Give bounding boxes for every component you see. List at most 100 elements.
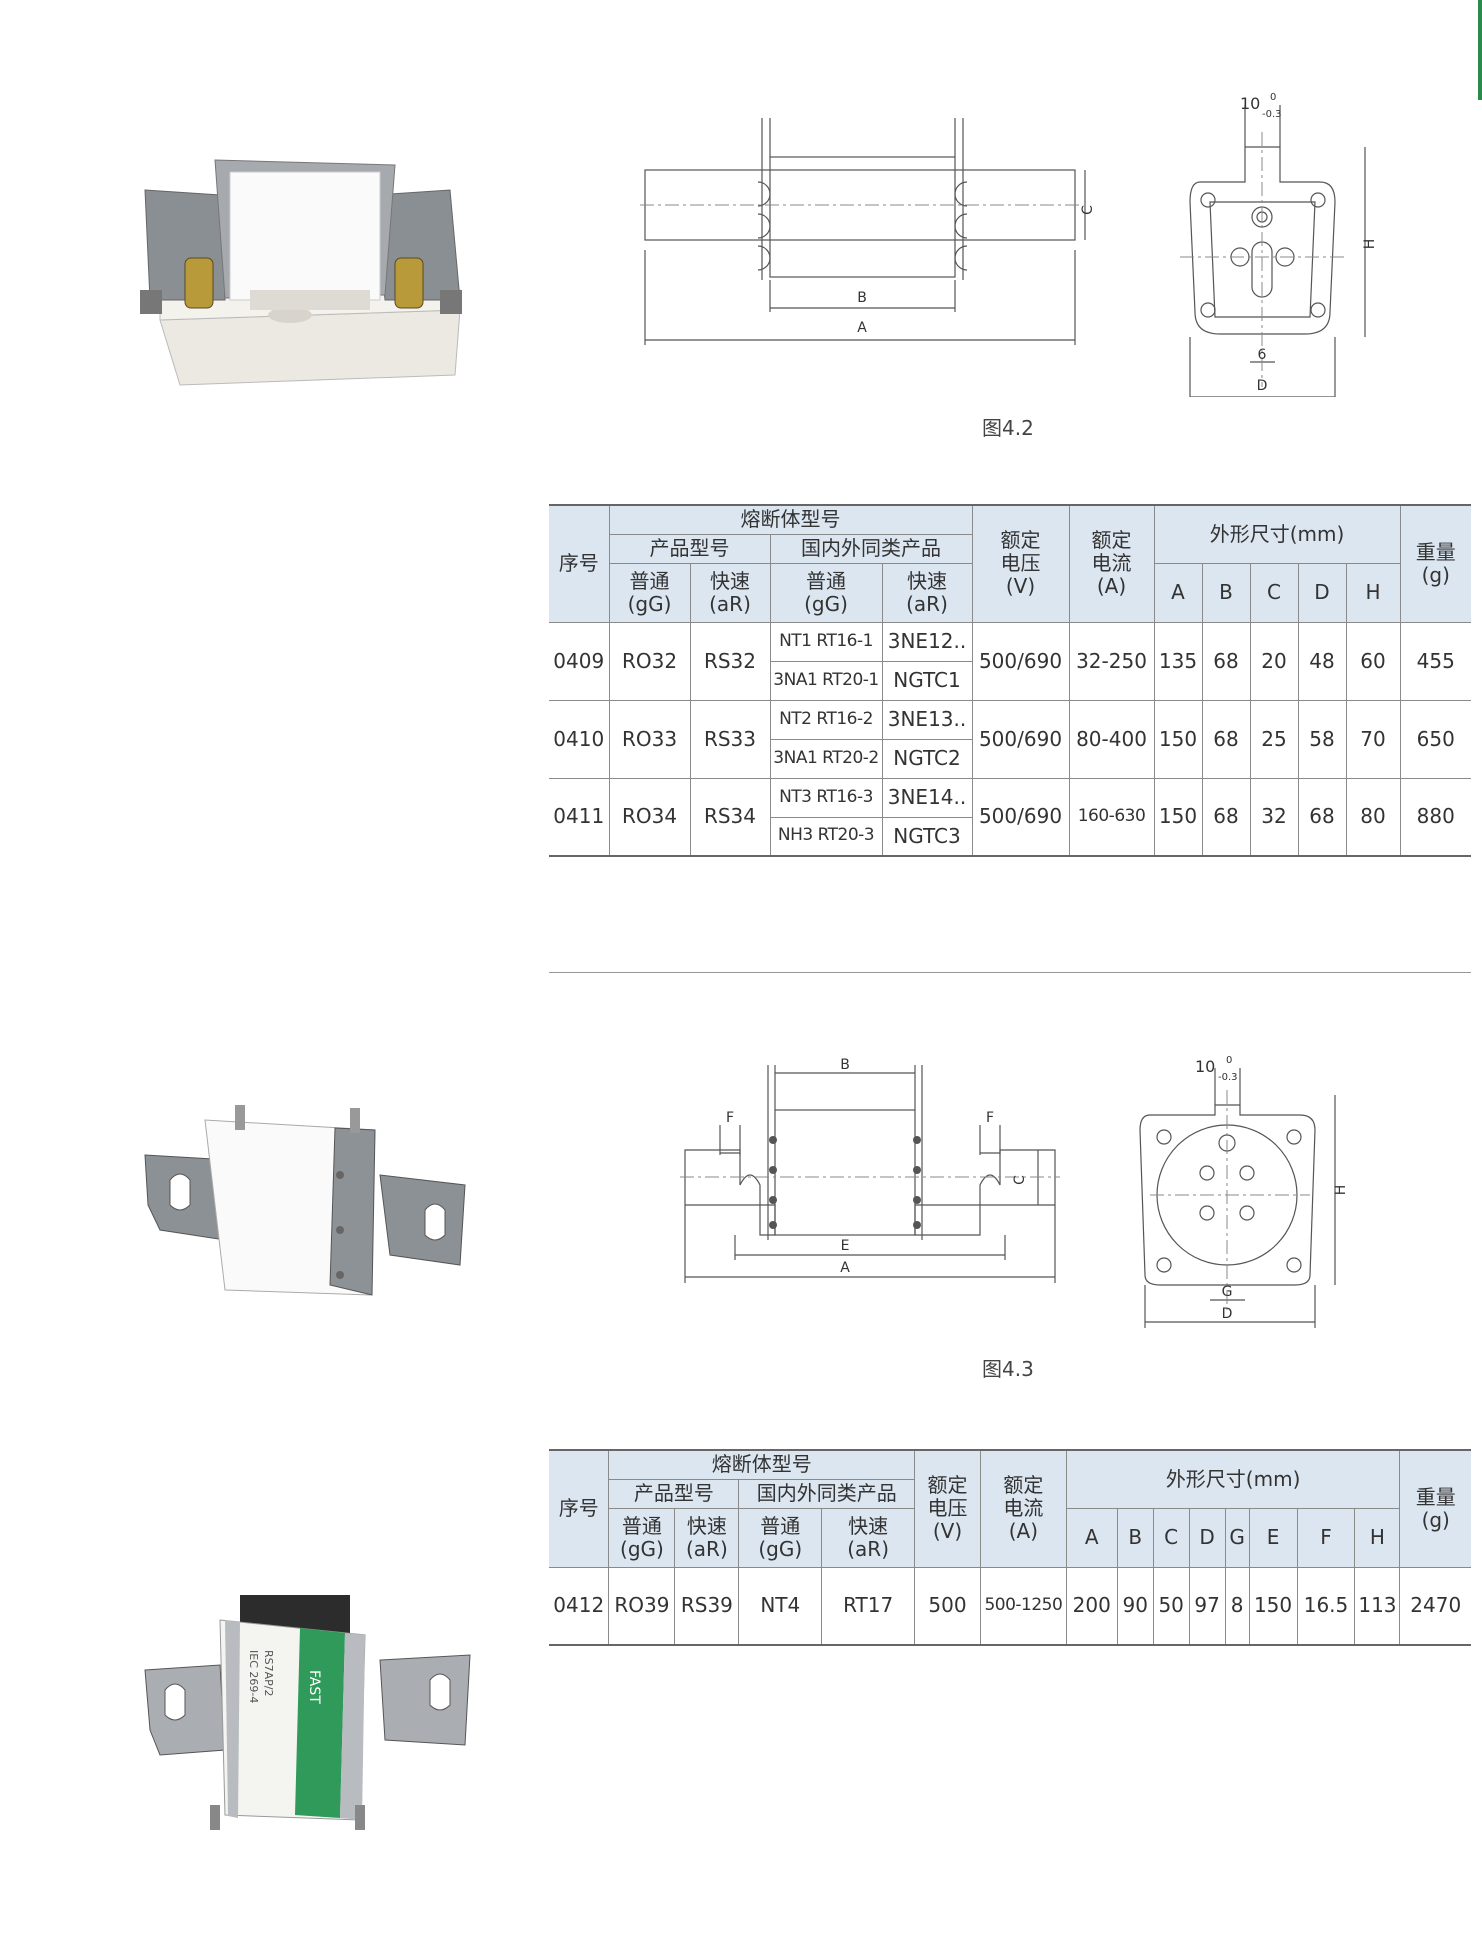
header-current: 额定电流(A) — [1068, 504, 1155, 623]
dim-label-h: H — [1333, 1185, 1349, 1196]
cell-eq-ar: 3NE13.. — [881, 699, 973, 740]
header-voltage: 额定电压(V) — [971, 504, 1070, 623]
header-equiv-normal: 普通(gG) — [769, 562, 883, 623]
cell-eq-ar: 3NE14.. — [881, 777, 973, 818]
cell-gg: RO33 — [608, 699, 691, 779]
header-domestic-equivalent: 国内外同类产品 — [769, 533, 972, 564]
header-dim-c: C — [1249, 562, 1299, 623]
header-weight: 重量(g) — [1399, 504, 1471, 623]
header-weight: 重量(g) — [1399, 1449, 1471, 1568]
cell-dim-d: 58 — [1297, 699, 1347, 779]
dim-label-e: E — [841, 1238, 850, 1254]
header-dim-d: D — [1297, 562, 1347, 623]
dim-label-a: A — [840, 1260, 850, 1276]
spec-table-2: 序号 熔断体型号 额定电压(V) 额定电流(A) 外形尺寸(mm) 重量(g) … — [549, 1449, 1471, 1646]
cell-dim-h: 60 — [1345, 621, 1401, 701]
cell-weight: 2470 — [1399, 1566, 1471, 1646]
cell-eq-ar: NGTC2 — [881, 738, 972, 779]
cell-eq-gg: NT4 — [738, 1566, 823, 1646]
table-row: 0410 RO33 RS33 NT2 RT16-2 3NE13.. 500/69… — [549, 699, 1471, 779]
cell-gg: RO39 — [608, 1566, 676, 1646]
header-normal: 普通(gG) — [608, 1507, 676, 1568]
header-dim-a: A — [1065, 1507, 1118, 1568]
cell-current: 500-1250 — [979, 1566, 1067, 1646]
cell-weight: 455 — [1399, 621, 1471, 701]
tol-upper: 0 — [1270, 92, 1276, 103]
cell-dim-f: 16.5 — [1296, 1566, 1356, 1646]
cell-ar: RS34 — [689, 777, 771, 857]
header-dim-h: H — [1345, 562, 1400, 623]
cell-no: 0409 — [549, 621, 610, 701]
cell-dim-e: 150 — [1248, 1566, 1298, 1646]
header-series-no: 序号 — [549, 504, 610, 623]
header-dim-f: F — [1296, 1507, 1356, 1568]
header-dim-c: C — [1152, 1507, 1190, 1568]
cell-dim-h: 70 — [1345, 699, 1401, 779]
fuse-photo-rt17 — [144, 1105, 466, 1296]
dim-label-c: C — [1012, 1175, 1028, 1185]
figure-caption-4-3: 图4.3 — [982, 1357, 1034, 1381]
cell-ar: RS32 — [689, 621, 771, 701]
header-product-model: 产品型号 — [608, 1478, 740, 1509]
dim-label-a: A — [857, 320, 867, 336]
cell-voltage: 500/690 — [971, 699, 1070, 779]
cell-dim-h: 80 — [1345, 777, 1401, 857]
drawing-fig-4-3-front: 10 0 -0.3 H G D — [1139, 1055, 1349, 1328]
cell-current: 160-630 — [1068, 777, 1155, 857]
header-normal: 普通(gG) — [609, 562, 691, 623]
cell-eq-ar: 3NE12.. — [881, 621, 973, 662]
cell-weight: 880 — [1399, 777, 1471, 857]
drawing-fig-4-2-front: 10 0 -0.3 H 6 D — [1180, 92, 1378, 397]
tol-upper: 0 — [1226, 1055, 1232, 1066]
cell-dim-a: 150 — [1153, 699, 1203, 779]
drawing-fig-4-3-side: B F F E A C — [680, 1057, 1060, 1283]
dim-label-f-left: F — [726, 1110, 734, 1126]
cell-dim-b: 90 — [1116, 1566, 1154, 1646]
tol-lower: -0.3 — [1218, 1072, 1238, 1083]
cell-current: 32-250 — [1068, 621, 1155, 701]
cell-weight: 650 — [1399, 699, 1471, 779]
dim-label-d: D — [1222, 1306, 1233, 1322]
cell-eq-ar: RT17 — [821, 1566, 916, 1646]
cell-ar: RS33 — [689, 699, 771, 779]
header-dim-h: H — [1354, 1507, 1400, 1568]
cell-eq-gg: NT2 RT16-2 — [769, 699, 883, 740]
tol-main: 10 — [1240, 94, 1260, 113]
table-row: NH3 RT20-3 NGTC3 — [549, 816, 1471, 857]
tol-lower: -0.3 — [1262, 109, 1282, 120]
table-row: 0409 RO32 RS32 NT1 RT16-1 3NE12.. 500/69… — [549, 621, 1471, 701]
cell-dim-d: 48 — [1297, 621, 1347, 701]
cell-dim-c: 25 — [1249, 699, 1299, 779]
cell-eq-gg: NT3 RT16-3 — [769, 777, 883, 818]
cell-dim-d: 68 — [1297, 777, 1347, 857]
cell-dim-a: 150 — [1153, 777, 1203, 857]
cell-dim-b: 68 — [1201, 621, 1251, 701]
header-fuse-model: 熔断体型号 — [608, 504, 973, 535]
cell-eq-ar: NGTC3 — [881, 816, 972, 857]
figure-caption-4-2: 图4.2 — [982, 416, 1034, 440]
table-row: 0412 RO39 RS39 NT4 RT17 500 500-1250 200… — [549, 1566, 1471, 1646]
drawing-fig-4-2-side: A B C — [640, 118, 1096, 345]
dim-label-h: H — [1362, 239, 1378, 250]
header-fuse-model: 熔断体型号 — [608, 1449, 916, 1480]
table-row: 3NA1 RT20-1 NGTC1 — [549, 660, 1471, 701]
header-equiv-fast: 快速(aR) — [821, 1507, 916, 1568]
cell-no: 0410 — [549, 699, 610, 779]
cell-dim-a: 200 — [1065, 1566, 1118, 1646]
cell-no: 0412 — [549, 1566, 610, 1646]
dim-label-b: B — [857, 290, 867, 306]
cell-dim-b: 68 — [1201, 777, 1251, 857]
header-equiv-normal: 普通(gG) — [738, 1507, 823, 1568]
page-edge-accent — [1478, 0, 1482, 100]
dim-label-d: D — [1257, 378, 1268, 394]
header-product-model: 产品型号 — [609, 533, 771, 564]
cell-dim-h: 113 — [1354, 1566, 1401, 1646]
cell-dim-c: 50 — [1152, 1566, 1190, 1646]
spec-table-1: 序号 熔断体型号 额定电压(V) 额定电流(A) 外形尺寸(mm) 重量(g) … — [549, 504, 1471, 857]
header-fast: 快速(aR) — [689, 562, 771, 623]
section-divider — [549, 972, 1471, 973]
header-dim-g: G — [1224, 1507, 1250, 1568]
dim-label-c: C — [1080, 205, 1096, 215]
cell-eq-ar: NGTC1 — [881, 660, 972, 701]
tol-main: 10 — [1195, 1057, 1215, 1076]
